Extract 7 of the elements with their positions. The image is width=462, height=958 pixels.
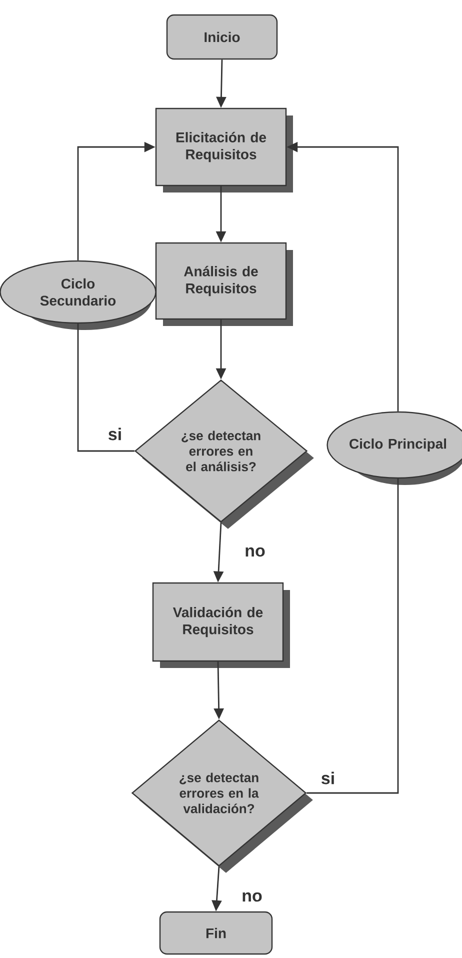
process-box: Análisis de Requisitos	[155, 242, 293, 326]
edge-label: no	[244, 546, 266, 558]
process-box: Elicitación de Requisitos	[155, 108, 293, 192]
start-terminal: Inicio	[166, 14, 278, 60]
edge-label: no	[240, 891, 264, 903]
process-box: Validación de Requisitos	[152, 582, 290, 668]
end-terminal: Fin	[159, 911, 273, 955]
